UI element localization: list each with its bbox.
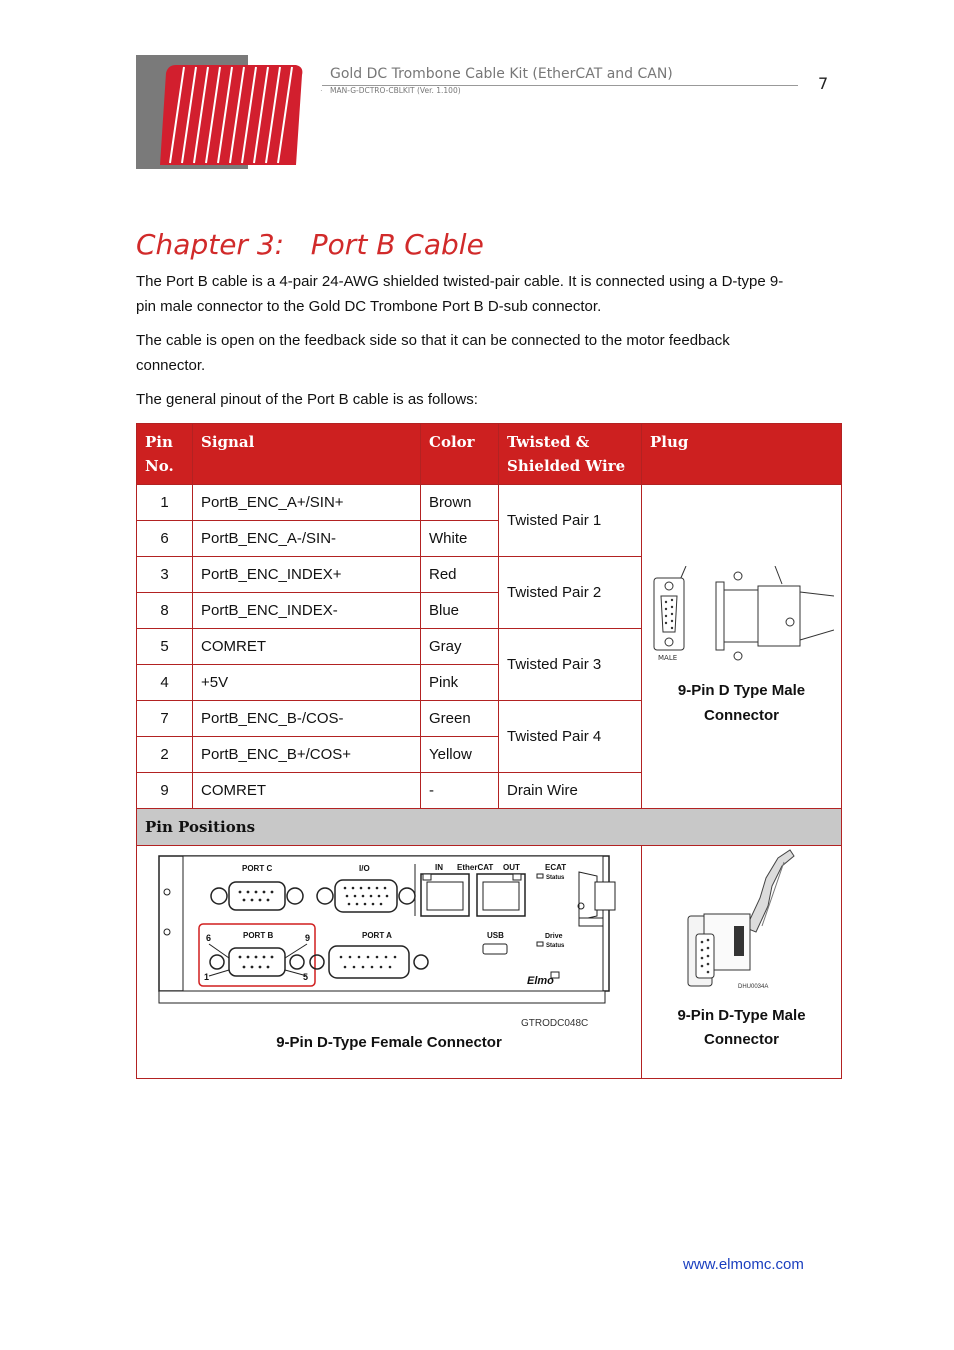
plug-cell: MALE 9-Pin D Type Male Connector (641, 484, 842, 809)
header-rule (322, 85, 798, 86)
color-cell: Pink (420, 664, 499, 701)
paragraph-pinout-intro: The general pinout of the Port B cable i… (136, 391, 478, 408)
signal-cell: COMRET (192, 628, 421, 665)
header-pin-no: Pin No. (136, 423, 193, 485)
signal-cell: +5V (192, 664, 421, 701)
color-cell: Brown (420, 484, 499, 521)
ecat-label: ECAT (545, 863, 566, 872)
ecat-status-label: Status (546, 875, 565, 881)
male-connector-caption: 9-Pin D-Type Male Connector (677, 1007, 806, 1048)
pin-cell: 4 (136, 664, 193, 701)
pin-cell: 5 (136, 628, 193, 665)
color-cell: Red (420, 556, 499, 593)
pin-6-label: 6 (206, 933, 211, 943)
color-cell: Green (420, 700, 499, 737)
ethercat-label: EtherCAT (457, 863, 493, 872)
chapter-title: Chapter 3: Port B Cable (136, 228, 484, 261)
pin-9-label: 9 (305, 933, 310, 943)
io-label: I/O (359, 864, 370, 873)
paragraph-intro: The Port B cable is a 4-pair 24-AWG shie… (136, 273, 784, 315)
signal-cell: PortB_ENC_B+/COS+ (192, 736, 421, 773)
in-label: IN (435, 863, 443, 872)
pair-cell: Twisted Pair 1 (498, 484, 642, 557)
header-signal: Signal (192, 423, 421, 485)
male-connector-photo-icon: DHU0034A (687, 849, 795, 990)
elmo-logo (136, 55, 303, 169)
color-cell: Gray (420, 628, 499, 665)
usb-label: USB (487, 931, 504, 940)
pin-cell: 9 (136, 772, 193, 809)
header-color: Color (420, 423, 499, 485)
page-number: 7 (818, 74, 829, 93)
pin-1-label: 1 (204, 972, 209, 982)
male-connector-icon: MALE (653, 565, 835, 662)
table-row: 7 PortB_ENC_B-/COS- Green Twisted Pair 4 (136, 700, 842, 773)
port-b-label: PORT B (243, 931, 273, 940)
drive-label: Drive (545, 933, 563, 940)
female-connector-caption: 9-Pin D-Type Female Connector (276, 1034, 502, 1051)
port-a-label: PORT A (362, 931, 392, 940)
table-header-row: Pin No. Signal Color Twisted & Shielded … (136, 423, 842, 485)
drive-status-label: Status (546, 943, 565, 949)
table-row: 2 PortB_ENC_B+/COS+ Yellow (136, 736, 842, 773)
female-connector-cell: PORT C I/O IN EtherCAT OUT (136, 845, 642, 1079)
pin-positions-row: Pin Positions (136, 808, 842, 846)
signal-cell: PortB_ENC_INDEX- (192, 592, 421, 629)
signal-cell: PortB_ENC_B-/COS- (192, 700, 421, 737)
table-row: 8 PortB_ENC_INDEX- Blue (136, 592, 842, 629)
header-subtitle: MAN-G-DCTRO-CBLKIT (Ver. 1.100) (330, 86, 461, 95)
table-row: 1 PortB_ENC_A+/SIN+ Brown Twisted Pair 1… (136, 484, 842, 809)
footer-link[interactable]: www.elmomc.com (683, 1256, 804, 1273)
male-connector-cell: DHU0034A 9-Pin D-Type Male Connector (641, 845, 842, 1079)
header-plug: Plug (641, 423, 842, 485)
pin-cell: 1 (136, 484, 193, 521)
signal-cell: PortB_ENC_A-/SIN- (192, 520, 421, 557)
port-c-label: PORT C (242, 864, 272, 873)
pin-cell: 3 (136, 556, 193, 593)
drive-panel-icon: PORT C I/O IN EtherCAT OUT (158, 855, 616, 1028)
signal-cell: PortB_ENC_INDEX+ (192, 556, 421, 593)
color-cell: Yellow (420, 736, 499, 773)
signal-cell: COMRET (192, 772, 421, 809)
color-cell: - (420, 772, 499, 809)
pair-cell: Twisted Pair 2 (498, 556, 642, 629)
cable-code: DHU0034A (738, 984, 768, 990)
drawing-code: GTRODC048C (521, 1018, 588, 1028)
pair-cell: Twisted Pair 4 (498, 700, 642, 773)
pin-cell: 8 (136, 592, 193, 629)
pin-cell: 6 (136, 520, 193, 557)
color-cell: White (420, 520, 499, 557)
paragraph-feedback: The cable is open on the feedback side s… (136, 332, 730, 374)
male-label: MALE (658, 654, 677, 662)
signal-cell: PortB_ENC_A+/SIN+ (192, 484, 421, 521)
pin-cell: 7 (136, 700, 193, 737)
pin-5-label: 5 (303, 972, 308, 982)
header-bullet: · (320, 86, 323, 95)
pin-images-row: PORT C I/O IN EtherCAT OUT (136, 845, 842, 1079)
pin-cell: 2 (136, 736, 193, 773)
plug-caption: 9-Pin D Type Male Connector (677, 681, 806, 724)
color-cell: Blue (420, 592, 499, 629)
pair-cell: Twisted Pair 3 (498, 628, 642, 701)
pair-cell: Drain Wire (498, 772, 642, 809)
pinout-table: Pin No. Signal Color Twisted & Shielded … (136, 423, 842, 1079)
header-twisted-wire: Twisted & Shielded Wire (498, 423, 642, 485)
out-label: OUT (503, 863, 520, 872)
brand-label: Elmo (527, 975, 554, 987)
table-row: 4 +5V Pink (136, 664, 842, 701)
pin-positions-label: Pin Positions (136, 808, 842, 846)
table-row: 6 PortB_ENC_A-/SIN- White (136, 520, 842, 557)
header-title: Gold DC Trombone Cable Kit (EtherCAT and… (330, 66, 673, 82)
